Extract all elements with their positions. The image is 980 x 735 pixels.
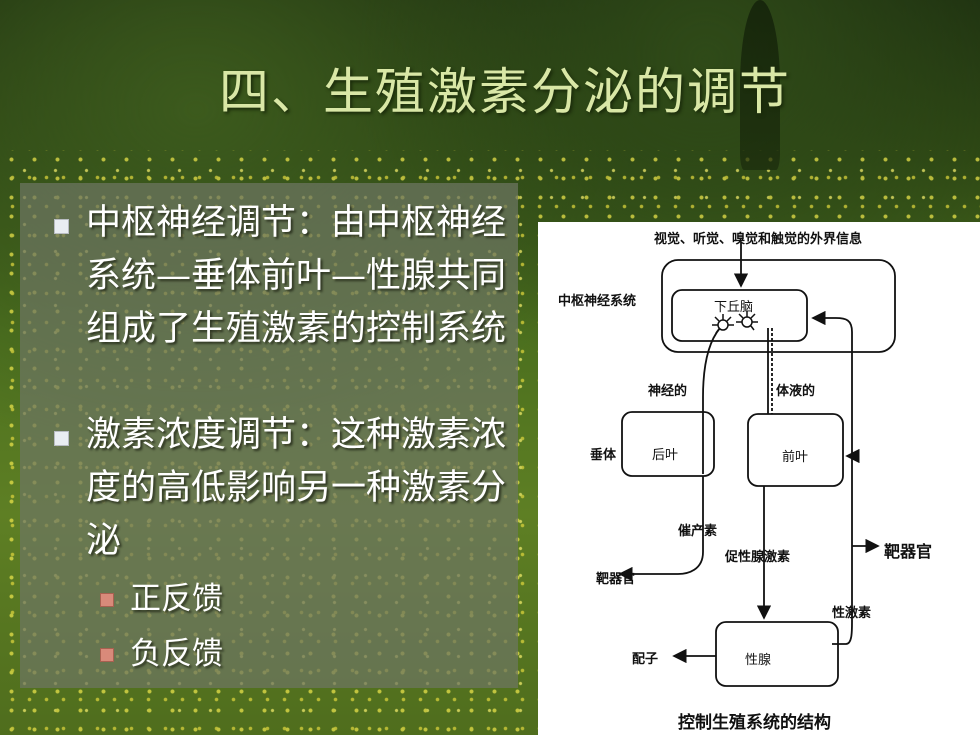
- pituitary-label: 垂体: [590, 448, 617, 463]
- gonad-label: 性腺: [745, 653, 772, 668]
- target-organ-right-label: 靶器官: [884, 542, 933, 561]
- text-panel: 中枢神经调节：由中枢神经系统—垂体前叶—性腺共同组成了生殖激素的控制系统 激素浓…: [20, 183, 518, 688]
- bullet-square-icon: [54, 219, 69, 234]
- sub-bullet-text: 正反馈: [130, 581, 223, 617]
- oxytocin-label: 催产素: [678, 524, 718, 539]
- sub-bullet-item: 负反馈: [100, 634, 223, 674]
- bullet-item: 激素浓度调节：这种激素浓度的高低影响另一种激素分泌: [42, 409, 522, 568]
- gonad-box: [715, 621, 839, 687]
- sub-bullet-square-icon: [100, 648, 114, 662]
- sub-bullet-square-icon: [100, 593, 114, 607]
- neuron-icon: [741, 316, 753, 328]
- sub-bullet-item: 正反馈: [100, 579, 223, 619]
- diagram-panel: 视觉、听觉、嗅觉和触觉的外界信息 中枢神经系统 下丘脑 神经的 体液的 垂体 后…: [538, 222, 980, 735]
- anterior-lobe-box: [747, 413, 844, 487]
- external-info-label: 视觉、听觉、嗅觉和触觉的外界信息: [654, 232, 863, 247]
- slide-title: 四、生殖激素分泌的调节: [219, 63, 791, 121]
- posterior-lobe-box: [621, 411, 715, 477]
- diagram-caption: 控制生殖系统的结构: [678, 713, 831, 733]
- cns-box: [661, 259, 896, 353]
- target-organ-left-label: 靶器官: [596, 572, 636, 587]
- bullet-text: 中枢神经调节：由中枢神经系统—垂体前叶—性腺共同组成了生殖激素的控制系统: [86, 203, 507, 349]
- sub-bullet-text: 负反馈: [130, 636, 223, 672]
- background-tree: [740, 0, 780, 170]
- neuron-icon: [717, 319, 729, 331]
- oxytocin-arrow: [618, 476, 704, 582]
- neural-path: [702, 327, 721, 474]
- hypothalamus-box: [671, 289, 808, 342]
- anterior-lobe-label: 前叶: [782, 450, 809, 465]
- bullet-square-icon: [54, 431, 69, 446]
- sex-hormone-feedback-to-hypothalamus: [811, 310, 853, 645]
- bullet-text: 激素浓度调节：这种激素浓度的高低影响另一种激素分泌: [86, 415, 507, 561]
- hypothalamus-label: 下丘脑: [714, 300, 754, 315]
- humoral-label: 体液的: [776, 384, 816, 399]
- posterior-lobe-label: 后叶: [652, 448, 679, 463]
- sex-hormone-label: 性激素: [832, 606, 872, 621]
- diagram-lines: [618, 242, 896, 687]
- cns-label: 中枢神经系统: [558, 294, 637, 309]
- neural-label: 神经的: [648, 384, 688, 399]
- gamete-label: 配子: [632, 652, 659, 667]
- gonadotropin-label: 促性腺激素: [725, 550, 791, 565]
- bullet-item: 中枢神经调节：由中枢神经系统—垂体前叶—性腺共同组成了生殖激素的控制系统: [42, 197, 522, 356]
